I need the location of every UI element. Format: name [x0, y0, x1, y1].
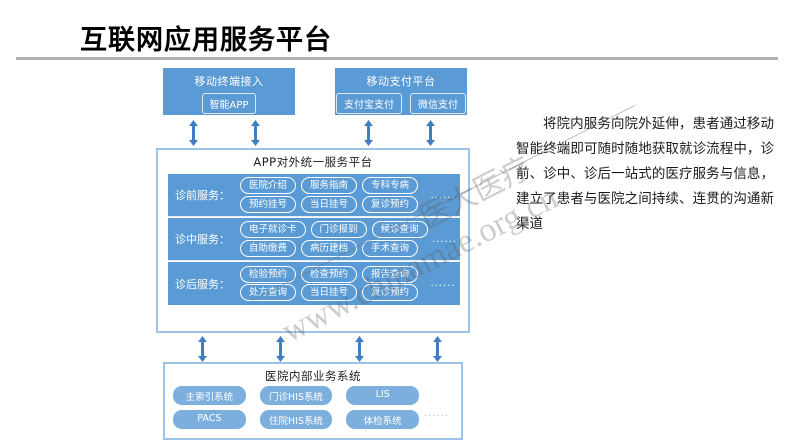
pill-line: 预约挂号 当日挂号 复诊预约	[240, 195, 426, 213]
arrow-up-down-icon-1	[189, 120, 198, 146]
pill-e-card[interactable]: 电子就诊卡	[240, 221, 306, 239]
hospital-systems-ellipsis: ......	[423, 408, 449, 419]
platform-title: APP对外统一服务平台	[253, 155, 373, 169]
arrow-up-down-icon-8	[433, 336, 442, 362]
pill-appointment-registration[interactable]: 预约挂号	[240, 195, 297, 213]
service-row-post-visit-ellipsis: ......	[430, 278, 456, 289]
arrow-up-down-icon-4	[426, 120, 435, 146]
hospital-systems-title: 医院内部业务系统	[265, 369, 361, 383]
arrow-up-down-icon-5	[198, 336, 207, 362]
pill-same-day-registration[interactable]: 当日挂号	[301, 195, 358, 213]
arrow-up-down-icon-6	[276, 336, 285, 362]
pill-clinic-checkin[interactable]: 门诊报到	[310, 221, 367, 239]
service-row-pre-visit-ellipsis: ......	[430, 189, 456, 201]
pill-report-query[interactable]: 报告查询	[362, 265, 419, 283]
pill-prescription-query[interactable]: 处方查询	[240, 284, 297, 302]
pill-line: 电子就诊卡 门诊报到 候诊查询	[240, 221, 428, 239]
service-row-during-visit-pills: 电子就诊卡 门诊报到 候诊查询 自助缴费 病历建档 手术查询	[240, 220, 428, 259]
pill-service-guide[interactable]: 服务指南	[301, 177, 358, 195]
service-row-post-visit: 诊后服务： 检验预约 检查预约 报告查询 处方查询 当日挂号 复诊预约 ....…	[168, 262, 460, 305]
system-pill-outpatient-his[interactable]: 门诊HIS系统	[259, 386, 333, 405]
service-row-post-visit-label: 诊后服务：	[175, 277, 230, 291]
pill-follow-up-appointment[interactable]: 复诊预约	[362, 195, 419, 213]
box-mobile-payment[interactable]: 移动支付平台 支付宝支付 微信支付	[335, 68, 467, 115]
system-pill-physical-exam[interactable]: 体检系统	[346, 410, 420, 429]
description-paragraph: 将院内服务向院外延伸，患者通过移动智能终端即可随时随地获取就诊流程中，诊前、诊中…	[516, 116, 774, 232]
pill-surgery-query[interactable]: 手术查询	[362, 239, 419, 257]
service-row-pre-visit-pills: 医院介绍 服务指南 专科专病 预约挂号 当日挂号 复诊预约	[240, 176, 426, 215]
arrow-up-down-icon-2	[251, 120, 260, 146]
hospital-internal-systems: 医院内部业务系统 主索引系统 门诊HIS系统 LIS PACS 住院HIS系统 …	[163, 362, 463, 440]
pill-hospital-intro[interactable]: 医院介绍	[240, 177, 297, 195]
pill-same-day-registration-2[interactable]: 当日挂号	[301, 284, 358, 302]
system-pill-lis[interactable]: LIS	[346, 386, 420, 405]
pill-lab-appointment[interactable]: 检验预约	[240, 265, 297, 283]
pill-waiting-query[interactable]: 候诊查询	[371, 221, 428, 239]
box-mobile-terminal-chips: 智能APP	[163, 93, 295, 114]
box-mobile-terminal[interactable]: 移动终端接入 智能APP	[163, 68, 295, 115]
service-row-pre-visit-label: 诊前服务：	[175, 189, 230, 202]
pill-line: 医院介绍 服务指南 专科专病	[240, 177, 426, 195]
pill-line: 检验预约 检查预约 报告查询	[240, 265, 426, 283]
system-pill-line: 主索引系统 门诊HIS系统 LIS	[173, 386, 420, 405]
pill-medical-record[interactable]: 病历建档	[301, 239, 358, 257]
app-service-platform: APP对外统一服务平台 诊前服务： 医院介绍 服务指南 专科专病 预约挂号 当日…	[156, 148, 470, 333]
service-row-during-visit: 诊中服务： 电子就诊卡 门诊报到 候诊查询 自助缴费 病历建档 手术查询 ...…	[168, 218, 460, 261]
pill-exam-appointment[interactable]: 检查预约	[301, 265, 358, 283]
hospital-systems-pills: 主索引系统 门诊HIS系统 LIS PACS 住院HIS系统 体检系统	[173, 386, 420, 434]
box-mobile-terminal-title: 移动终端接入	[194, 75, 264, 88]
chip-alipay[interactable]: 支付宝支付	[336, 93, 402, 114]
arrow-up-down-icon-7	[355, 336, 364, 362]
box-mobile-payment-chips: 支付宝支付 微信支付	[335, 93, 467, 114]
system-pill-master-index[interactable]: 主索引系统	[173, 386, 246, 405]
title-divider	[16, 57, 778, 60]
pill-specialty-disease[interactable]: 专科专病	[362, 177, 419, 195]
pill-line: 处方查询 当日挂号 复诊预约	[240, 284, 426, 302]
pill-line: 自助缴费 病历建档 手术查询	[240, 239, 428, 257]
arrow-up-down-icon-3	[364, 120, 373, 146]
chip-wechat-pay[interactable]: 微信支付	[410, 93, 466, 114]
service-row-during-visit-label: 诊中服务：	[175, 233, 230, 246]
system-pill-pacs[interactable]: PACS	[173, 410, 246, 429]
service-row-post-visit-pills: 检验预约 检查预约 报告查询 处方查询 当日挂号 复诊预约	[240, 264, 426, 303]
service-row-pre-visit: 诊前服务： 医院介绍 服务指南 专科专病 预约挂号 当日挂号 复诊预约 ....…	[168, 174, 460, 217]
pill-follow-up-appointment-2[interactable]: 复诊预约	[362, 284, 419, 302]
system-pill-inpatient-his[interactable]: 住院HIS系统	[259, 410, 333, 429]
box-mobile-payment-title: 移动支付平台	[366, 75, 436, 88]
pill-self-payment[interactable]: 自助缴费	[240, 239, 297, 257]
chip-smart-app[interactable]: 智能APP	[201, 93, 257, 114]
system-pill-line: PACS 住院HIS系统 体检系统	[173, 410, 420, 429]
page-title: 互联网应用服务平台	[80, 25, 332, 56]
service-row-during-visit-ellipsis: ......	[432, 233, 458, 245]
